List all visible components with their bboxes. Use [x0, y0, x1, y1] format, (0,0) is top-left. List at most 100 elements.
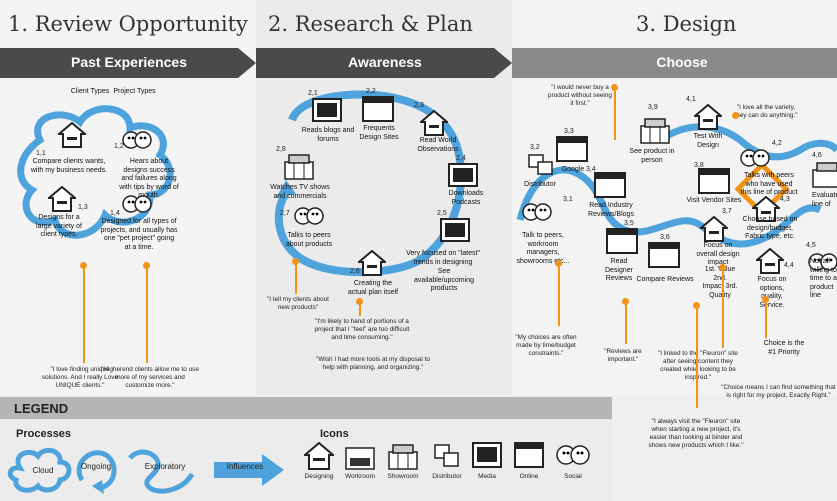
workroom-icon	[345, 444, 375, 475]
quote: "My choices are often made by time/budge…	[515, 334, 577, 357]
stage-label: Choose	[656, 54, 708, 70]
icon-label: Workroom	[345, 473, 375, 480]
process-label: Cloud	[32, 466, 54, 475]
social-icon	[122, 128, 152, 157]
node-1-3: Designs for a large variety of client ty…	[36, 214, 82, 238]
quote: "I would never buy a product without see…	[548, 84, 612, 107]
node-3-4: Read Industry Reviews/Blogs	[588, 202, 634, 218]
processes-title: Processes	[16, 428, 72, 440]
node-number: 2,7	[280, 210, 290, 217]
node-number: 2,6	[350, 268, 360, 275]
client-types-header: Client Types	[70, 88, 110, 95]
node-3-1: Talk to peers, workroom managers, showro…	[516, 232, 570, 265]
node-3-8: Visit Vendor Sites	[686, 197, 742, 204]
online-icon	[698, 168, 730, 199]
node-number: 1,1	[36, 150, 46, 157]
quote: "Wish I had more tools at my disposal to…	[316, 356, 430, 371]
node-4-1: Test With Design	[693, 133, 723, 149]
node-4-6: Evaluate line of	[812, 192, 837, 208]
online-icon	[514, 442, 544, 473]
designing-icon	[46, 185, 78, 217]
designing-icon	[302, 441, 336, 475]
quote: "I always visit the "Fleuron" site when …	[648, 418, 744, 449]
social-icon	[294, 204, 324, 233]
designing-icon	[750, 195, 782, 227]
node-2-4: Downloads Podcasts	[448, 190, 484, 206]
node-number: 3,4	[586, 166, 596, 173]
quote: "Reviews are important."	[604, 348, 642, 363]
node-number: 3,6	[660, 234, 670, 241]
node-2-3: Read World Observations	[417, 137, 459, 153]
designing-icon	[56, 121, 88, 153]
ongoing-process-loop	[274, 90, 465, 277]
phase2-title: 2. Research & Plan	[268, 12, 473, 36]
node-number: 3,5	[624, 220, 634, 227]
process-label: Ongoing	[80, 462, 112, 471]
quote: "I love all the variety, they can do any…	[734, 104, 798, 119]
social-icon	[556, 442, 590, 473]
icon-label: Media	[478, 473, 496, 480]
node-number: 4,6	[812, 152, 822, 159]
node-number: 3,9	[648, 104, 658, 111]
phase1-title: 1. Review Opportunity	[8, 12, 248, 36]
distributor-icon	[432, 442, 462, 475]
media-icon	[440, 218, 470, 247]
social-icon	[808, 250, 837, 279]
media-icon	[448, 163, 478, 192]
legend-process-shapes	[7, 447, 284, 494]
influences-legend-arrow	[214, 454, 284, 486]
node-4-3: Choose based on design/budget, Fabric ty…	[742, 216, 798, 240]
priority-note: 1st. Value 2nd. Impact 3rd. Quality	[702, 266, 738, 299]
stage-label: Past Experiences	[71, 54, 187, 70]
process-label: Exploratory	[144, 462, 186, 471]
social-icon	[740, 146, 770, 175]
node-3-9: See product in person	[629, 148, 675, 164]
icon-label: Social	[564, 473, 582, 480]
online-icon	[606, 228, 638, 259]
node-3-3: Google	[561, 166, 585, 173]
online-icon	[594, 172, 626, 203]
node-number: 2,8	[276, 146, 286, 153]
stage-arrow-awareness: Awareness	[256, 46, 514, 80]
showroom-icon	[812, 162, 837, 193]
stage-arrow-choose: Choose	[512, 46, 837, 80]
node-number: 3,1	[563, 196, 573, 203]
icons-title: Icons	[320, 428, 349, 440]
node-2-6: Creating the actual plan itself	[347, 280, 399, 296]
quote: "I'm likely to hand of portions of a pro…	[314, 318, 410, 341]
social-icon	[122, 192, 152, 221]
node-number: 1,3	[78, 204, 88, 211]
node-1-4: Designed for all types of projects, and …	[100, 218, 178, 251]
decision-diamond	[734, 161, 790, 217]
node-2-7: Talks to peers about products	[285, 232, 333, 248]
exploratory-process-path	[516, 166, 822, 248]
icon-label: Designing	[304, 473, 334, 480]
node-3-5: Read Designer Reviews	[604, 258, 633, 282]
icon-label: Distributor	[432, 473, 462, 480]
quote: "Higherend clients allow me to use more …	[101, 366, 199, 389]
node-1-2: Hears about designs success and failures…	[119, 158, 179, 199]
cloud-process-shape	[17, 105, 174, 239]
designing-icon	[692, 103, 724, 135]
node-number: 2,4	[456, 155, 466, 162]
project-types-header: Project Types	[113, 88, 156, 95]
stage-arrow-past-experiences: Past Experiences	[0, 46, 258, 80]
legend-bar	[0, 397, 612, 419]
quote: "I tell my clients about new products"	[267, 296, 329, 311]
node-number: 3,8	[694, 162, 704, 169]
node-2-2: Frequents Design Sites	[359, 125, 399, 141]
designing-icon	[698, 215, 730, 247]
node-number: 2,1	[308, 90, 318, 97]
node-number: 4,3	[780, 196, 790, 203]
node-4-2: Talks with peers who have used this line…	[740, 172, 798, 196]
cloud-legend-shape	[7, 447, 72, 493]
node-2-5: Very focused on "latest" trends in desig…	[406, 250, 480, 266]
media-icon	[312, 98, 342, 127]
designing-icon	[356, 249, 388, 281]
node-number: 2,5	[437, 210, 447, 217]
exploratory-legend-shape	[128, 449, 195, 494]
online-icon	[556, 136, 588, 167]
quote: "I love finding unique solutions. And I …	[41, 366, 119, 389]
icon-label: Online	[519, 473, 539, 480]
node-number: 2,3	[414, 102, 424, 109]
